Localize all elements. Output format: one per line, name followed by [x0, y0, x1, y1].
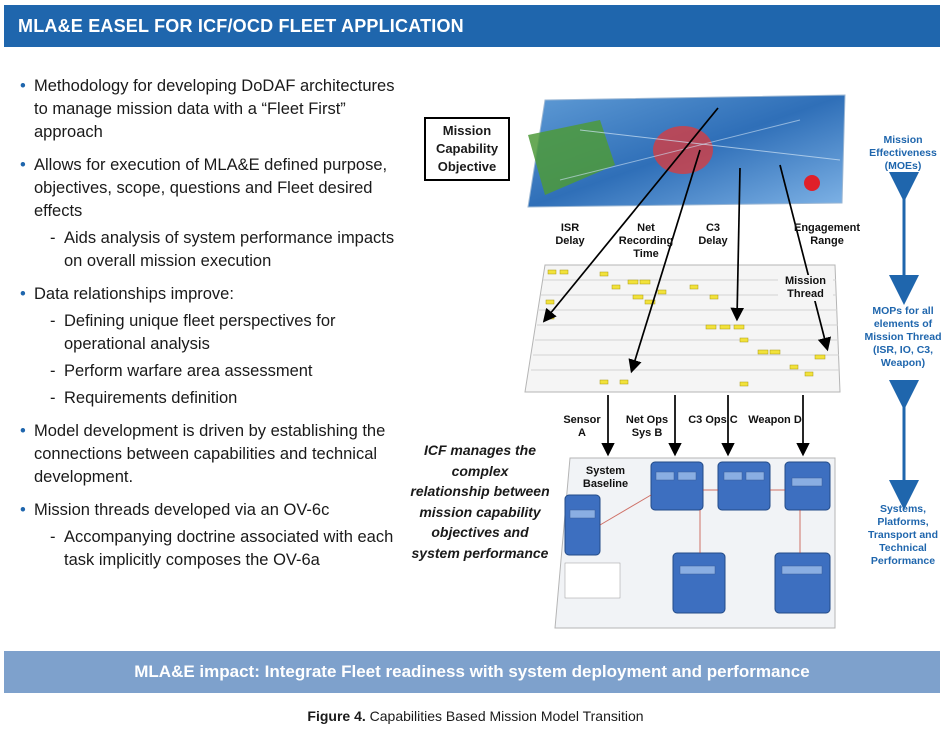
sub-bullet-item: -Accompanying doctrine associated with e…	[50, 528, 394, 569]
dash-icon: -	[50, 312, 56, 330]
sub-bullet-item: -Defining unique fleet perspectives for …	[50, 312, 336, 353]
bullet-dot-icon: •	[20, 422, 26, 440]
header-title: MLA&E EASEL FOR ICF/OCD FLEET APPLICATIO…	[18, 16, 464, 36]
c3-delay-label: C3 Delay	[698, 222, 728, 247]
dash-icon: -	[50, 528, 56, 546]
header-banner: MLA&E EASEL FOR ICF/OCD FLEET APPLICATIO…	[4, 5, 940, 47]
bullet-dot-icon: •	[20, 77, 26, 95]
bullet-item: •Data relationships improve:	[20, 283, 410, 306]
sub-bullet-item: -Perform warfare area assessment	[20, 360, 410, 383]
engagement-range-label: Engagement Range	[793, 222, 860, 247]
mission-capability-objective-box: Mission Capability Objective	[424, 117, 510, 181]
weapon-d-label: Weapon D	[748, 414, 802, 426]
bullet-list: •Methodology for developing DoDAF archit…	[20, 75, 410, 582]
dash-icon: -	[50, 229, 56, 247]
bullet-dot-icon: •	[20, 285, 26, 303]
mission-thread-chart	[524, 264, 841, 393]
mission-thread-label: Mission Thread	[778, 275, 833, 301]
dash-icon: -	[50, 362, 56, 380]
mop-to-system-arrows	[601, 395, 810, 457]
bullet-item: •Allows for execution of MLA&E defined p…	[20, 156, 388, 220]
net-recording-time-label: Net Recording Time	[618, 222, 674, 260]
impact-footer-banner: MLA&E impact: Integrate Fleet readiness …	[4, 651, 940, 693]
system-baseline-chart	[554, 457, 836, 629]
c3-ops-c-label: C3 Ops C	[688, 414, 738, 426]
icf-statement: ICF manages the complex relationship bet…	[410, 442, 550, 561]
mop-side-label: MOPs for all elements of Mission Thread …	[864, 305, 942, 369]
sub-bullet-item: -Aids analysis of system performance imp…	[50, 229, 395, 270]
isr-delay-label: ISR Delay	[555, 222, 585, 247]
bullet-dot-icon: •	[20, 156, 26, 174]
bullet-item: •Mission threads developed via an OV-6c	[20, 499, 410, 522]
mission-scene-image	[527, 94, 846, 208]
caption-text: Capabilities Based Mission Model Transit…	[369, 708, 644, 724]
bullet-item: •Methodology for developing DoDAF archit…	[20, 77, 395, 141]
system-baseline-label: System Baseline	[578, 465, 633, 491]
bullet-item: •Model development is driven by establis…	[20, 422, 386, 486]
bullet-dot-icon: •	[20, 501, 26, 519]
caption-label: Figure 4.	[307, 708, 366, 724]
moe-side-label: Mission Effectiveness (MOEs)	[869, 134, 937, 172]
figure-caption: Figure 4. Capabilities Based Mission Mod…	[0, 708, 951, 724]
systems-side-label: Systems, Platforms, Transport and Techni…	[867, 503, 938, 567]
dash-icon: -	[50, 389, 56, 407]
net-ops-sys-b-label: Net Ops Sys B	[625, 414, 669, 439]
moe-to-mop-arrows	[542, 107, 832, 374]
sub-bullet-item: -Requirements definition	[20, 387, 410, 410]
sensor-a-label: Sensor A	[563, 414, 601, 439]
impact-text: MLA&E impact: Integrate Fleet readiness …	[134, 662, 810, 681]
